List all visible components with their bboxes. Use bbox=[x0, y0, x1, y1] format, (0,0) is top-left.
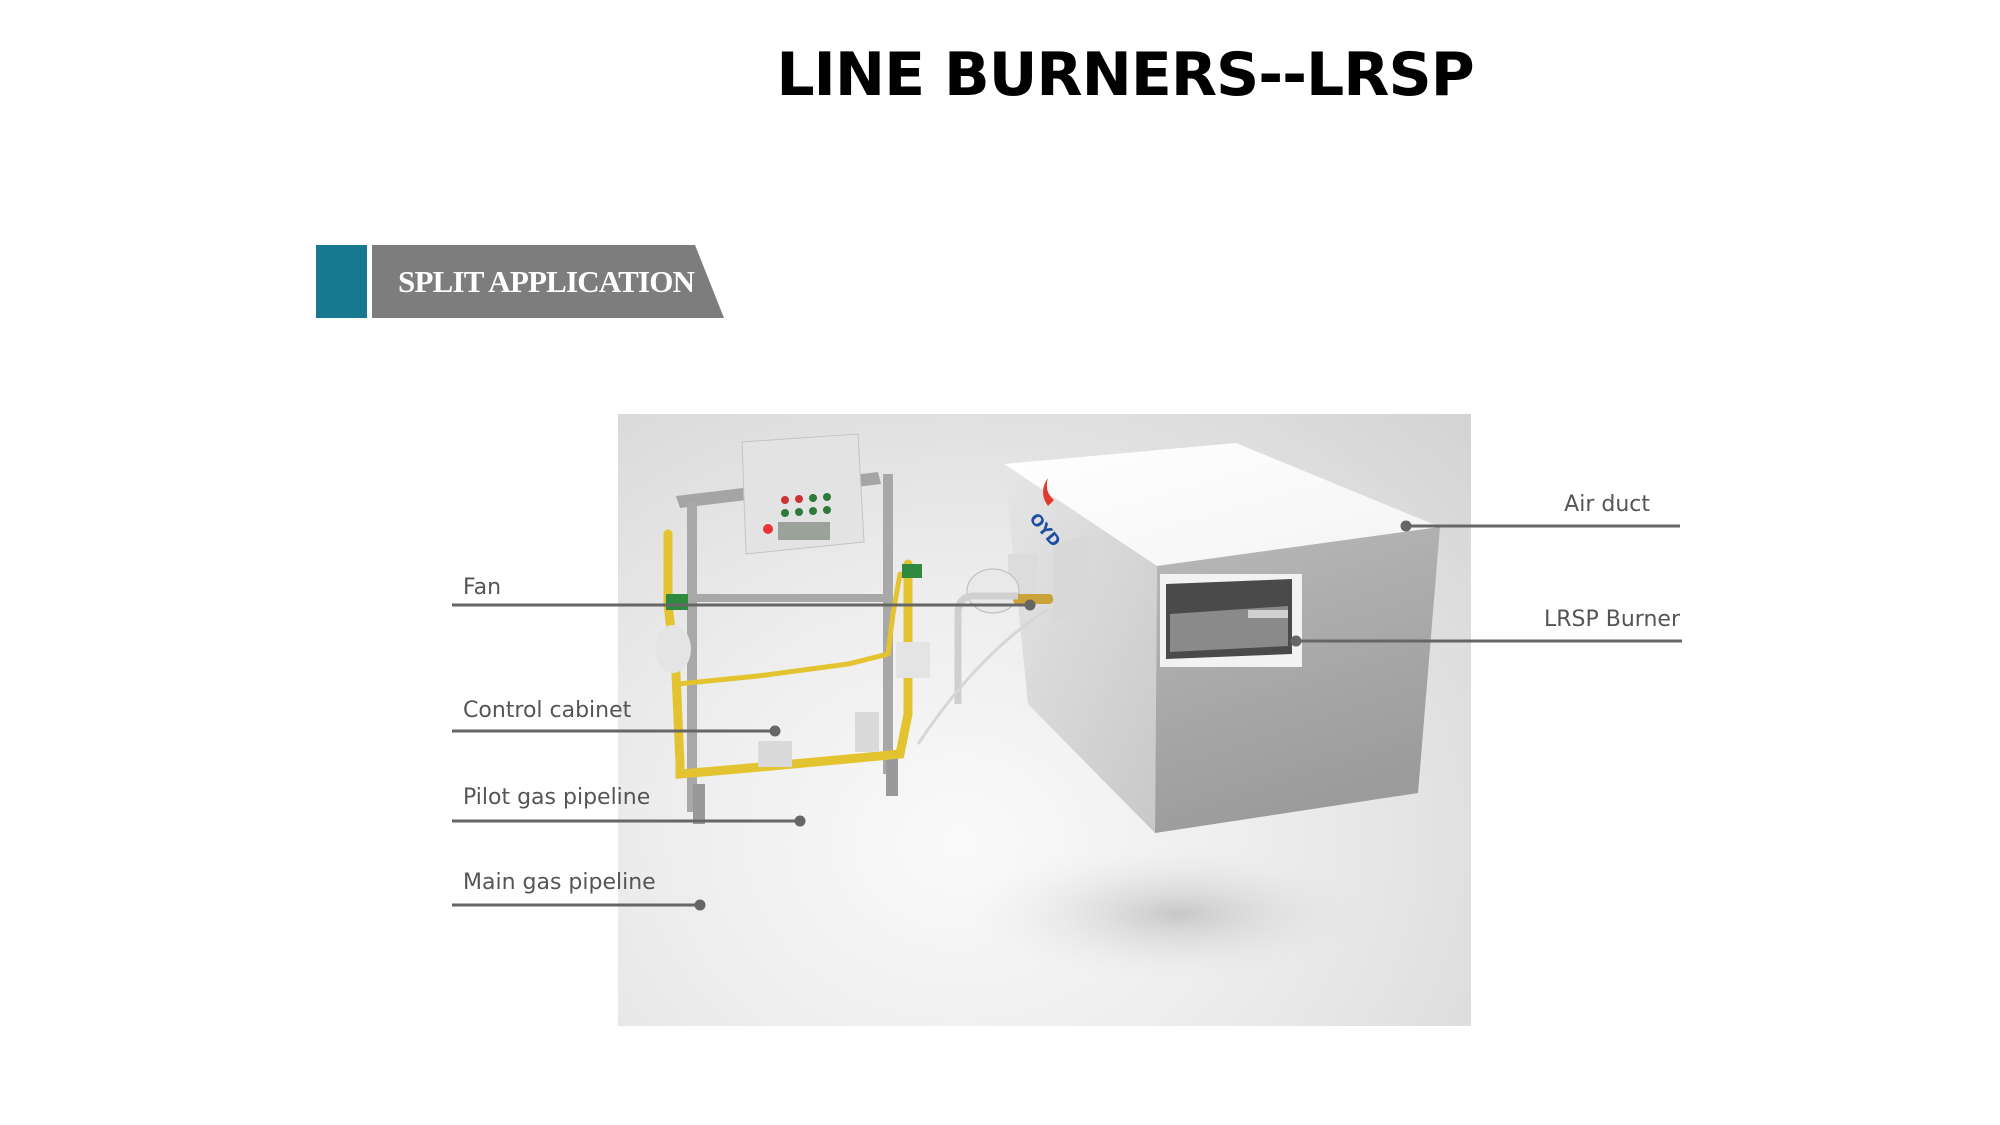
label-main-gas-pipeline: Main gas pipeline bbox=[463, 870, 656, 895]
label-air-duct: Air duct bbox=[1564, 492, 1650, 517]
label-pilot-gas-pipeline: Pilot gas pipeline bbox=[463, 785, 651, 810]
label-control-cabinet: Control cabinet bbox=[463, 698, 632, 723]
label-lrsp-burner: LRSP Burner bbox=[1544, 607, 1680, 632]
slide-title: LINE BURNERS--LRSP bbox=[776, 40, 1474, 110]
fan-callout-dot bbox=[1024, 599, 1036, 611]
banner-shape bbox=[372, 245, 724, 318]
burner-flange bbox=[1053, 536, 1088, 622]
duct-shadow bbox=[968, 844, 1388, 984]
label-fan: Fan bbox=[463, 575, 502, 600]
control-cabinet bbox=[741, 433, 865, 555]
fan bbox=[966, 554, 1053, 614]
burner-system-render: OYD bbox=[655, 433, 1440, 984]
connecting-hose bbox=[954, 592, 1018, 704]
air-duct bbox=[1004, 443, 1440, 833]
gas-pipelines bbox=[655, 529, 930, 779]
section-banner-label: SPLIT APPLICATION bbox=[398, 264, 695, 299]
banner-accent-block bbox=[316, 245, 367, 318]
product-illustration: OYD bbox=[618, 414, 1471, 1026]
